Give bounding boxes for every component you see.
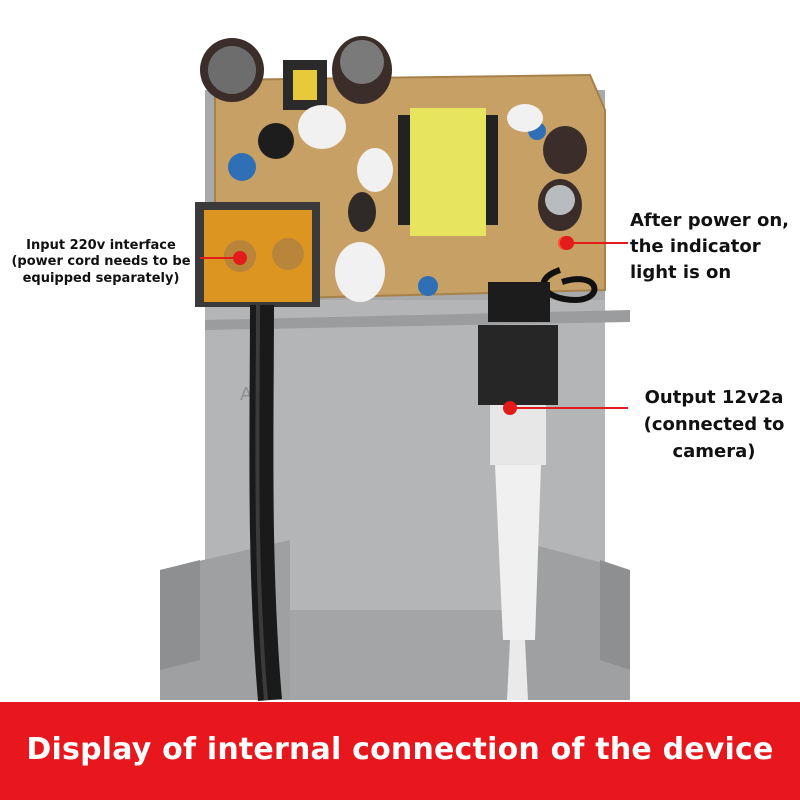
indicator-light-label: After power on, the indicator light is o…	[630, 210, 789, 284]
caption-text: Display of internal connection of the de…	[26, 732, 774, 767]
callout-markers	[200, 236, 628, 415]
input-interface-label: Input 220v interface (power cord needs t…	[11, 238, 191, 286]
input-terminal	[195, 202, 320, 307]
input-cord	[249, 304, 282, 702]
output-label: Output 12v2a (connected to camera)	[643, 387, 785, 462]
output-cable	[478, 267, 598, 700]
caption-banner: Display of internal connection of the de…	[0, 702, 800, 800]
